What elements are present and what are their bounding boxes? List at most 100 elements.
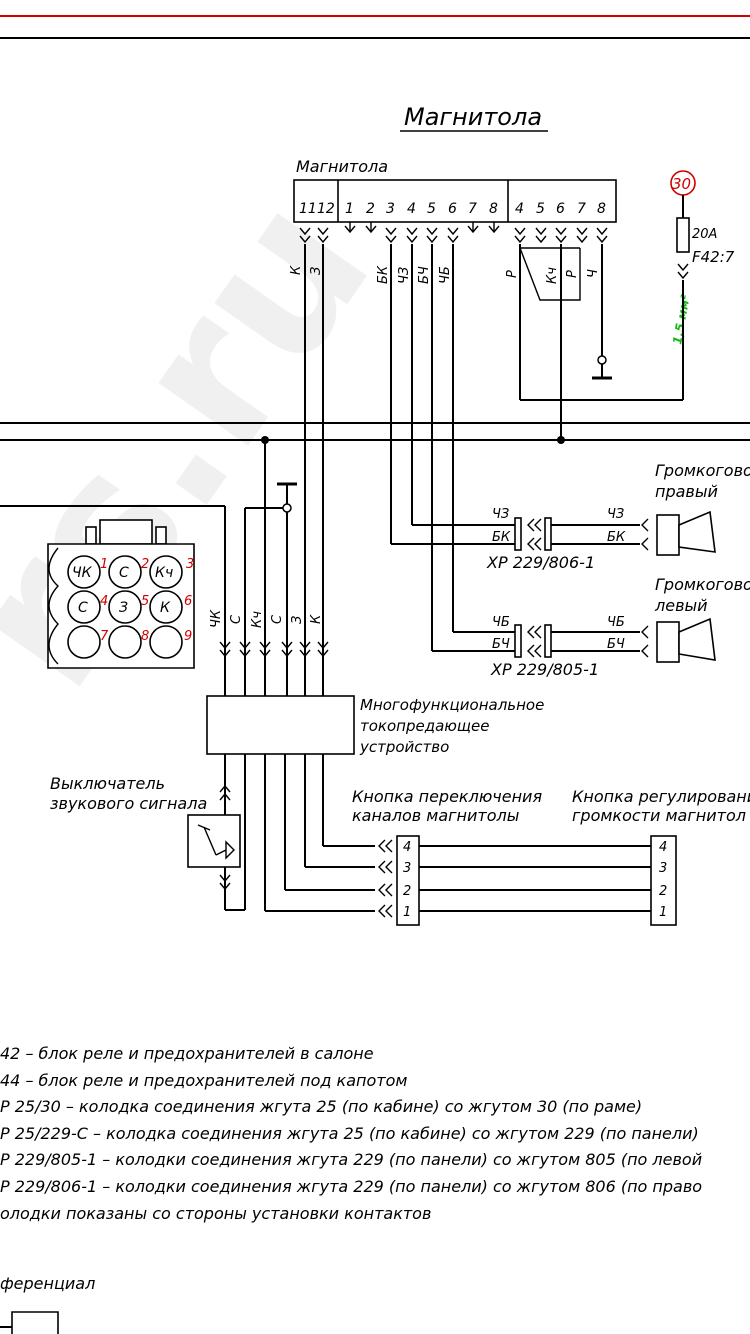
connector-pin-numbers: 1 2 3 4 5 6 7 8 9 xyxy=(100,557,194,644)
pin-number: 1 xyxy=(100,557,108,572)
wire-label: С xyxy=(229,614,244,624)
legend-line: Р 229/805-1 – колодки соединения жгута 2… xyxy=(0,1150,702,1169)
legend: 42 – блок реле и предохранителей в салон… xyxy=(0,1044,702,1223)
wire-label: Р xyxy=(565,270,580,278)
footer-label: ференциал xyxy=(0,1274,95,1293)
radio-wires xyxy=(304,244,684,700)
button-pin-labels: 4 3 2 1 4 3 2 1 xyxy=(403,840,667,920)
pin-label: 1 xyxy=(403,905,411,920)
pin-label: 3 xyxy=(659,861,667,876)
speaker-right-top-left: ЧЗ xyxy=(492,507,509,522)
legend-line: Р 25/229-С – колодка соединения жгута 25… xyxy=(0,1124,699,1143)
pin-label: 4 xyxy=(659,840,667,855)
horn-switch-label-line1: Выключатель xyxy=(50,774,165,793)
channel-button-label-line1: Кнопка переключения xyxy=(352,787,542,806)
pin-number: 8 xyxy=(141,629,149,644)
page-title: Магнитола xyxy=(404,103,542,131)
radio-pin-arrows xyxy=(299,222,608,244)
legend-line: олодки показаны со стороны установки кон… xyxy=(0,1204,431,1223)
connector-cell-labels: ЧК С Кч С З К xyxy=(72,565,173,616)
wire-label: ЧК xyxy=(209,609,224,628)
volume-button-label-line2: громкости магнитол xyxy=(572,806,746,825)
pin-number: 3 xyxy=(186,557,194,572)
mfu-label-line2: токопредающее xyxy=(360,717,490,735)
wire-label: Кч xyxy=(250,611,265,628)
pin-label: 11 xyxy=(299,201,317,217)
channel-button-label-line2: каналов магнитолы xyxy=(352,806,519,825)
wire-label: К xyxy=(289,265,304,275)
speaker-right-bot-right: БК xyxy=(607,530,626,545)
fuse-body xyxy=(676,217,690,253)
volume-button-connector xyxy=(650,835,677,926)
pin-label: 8 xyxy=(489,201,498,217)
cell-label: С xyxy=(119,565,129,581)
pin-label: 4 xyxy=(407,201,416,217)
wire-label: ЧЗ xyxy=(397,267,412,284)
fuse-name: F42:7 xyxy=(692,248,735,266)
speaker-left-top-left: ЧБ xyxy=(492,615,510,630)
speaker-right-bot-left: БК xyxy=(492,530,511,545)
pin-label: 7 xyxy=(468,201,477,217)
pin-label: 2 xyxy=(659,884,667,899)
pin-label: 5 xyxy=(536,201,545,217)
mfu-block xyxy=(206,695,355,755)
pin-label: 4 xyxy=(403,840,411,855)
wire-label: Ч xyxy=(586,269,601,278)
connector-housing xyxy=(47,519,195,669)
cell-label: К xyxy=(160,600,171,616)
wire-label: З xyxy=(309,267,324,275)
wire-label: БЧ xyxy=(417,266,432,284)
fuse-wire-note: 1,5 мм² xyxy=(670,293,693,346)
fuse-rating: 20A xyxy=(692,227,717,242)
wire-label: БК xyxy=(376,265,391,284)
pin-label: 8 xyxy=(597,201,606,217)
pin-number: 4 xyxy=(100,594,108,609)
mfu-wire-labels: ЧК С Кч С З К xyxy=(209,609,324,628)
pin-number: 9 xyxy=(184,629,192,644)
pin-number: 2 xyxy=(141,557,149,572)
channel-button-connector xyxy=(396,835,420,926)
mfu-label-line3: устройство xyxy=(359,738,449,756)
legend-line: 44 – блок реле и предохранителей под кап… xyxy=(0,1071,407,1090)
speaker-right-code: ХР 229/806-1 xyxy=(486,553,595,572)
legend-line: 42 – блок реле и предохранителей в салон… xyxy=(0,1044,374,1063)
legend-line: Р 25/30 – колодка соединения жгута 25 (п… xyxy=(0,1097,642,1116)
fuse-circle-label: 30 xyxy=(672,175,691,193)
speaker-left-top-right: ЧБ xyxy=(607,615,625,630)
speaker-right-subtitle: правый xyxy=(655,482,718,501)
pin-label: 1 xyxy=(345,201,354,217)
horn-switch xyxy=(187,754,246,911)
cell-label: Кч xyxy=(155,565,173,581)
cell-label: З xyxy=(119,600,128,616)
radio-wire-labels: К З БК ЧЗ БЧ ЧБ Р Кч Р Ч xyxy=(289,265,601,284)
mfu-pin-arrows xyxy=(219,641,329,658)
pin-label: 4 xyxy=(515,201,524,217)
radio-pins: 11 12 1 2 3 4 5 6 7 8 4 5 6 7 8 xyxy=(299,201,606,217)
legend-line: Р 229/806-1 – колодки соединения жгута 2… xyxy=(0,1177,702,1196)
speaker-right: ЧЗ БК ЧЗ БК ХР 229/806-1 xyxy=(391,507,716,572)
pin-label: 2 xyxy=(403,884,411,899)
wire-label: Кч xyxy=(545,267,560,284)
speaker-left-code: ХР 229/805-1 xyxy=(490,660,599,679)
pin-label: 3 xyxy=(403,861,411,876)
pin-number: 6 xyxy=(184,594,192,609)
wire-label: К xyxy=(309,614,324,624)
speaker-right-title: Громкоговор xyxy=(655,461,750,480)
pin-label: 12 xyxy=(317,201,335,217)
pin-number: 7 xyxy=(100,629,109,644)
radio-block xyxy=(293,179,617,223)
speaker-left-subtitle: левый xyxy=(654,596,708,615)
pin-label: 1 xyxy=(659,905,667,920)
pin-label: 5 xyxy=(427,201,436,217)
speaker-left: ЧБ БЧ ЧБ БЧ ХР 229/805-1 xyxy=(432,615,716,679)
mfu-label-line1: Многофункциональное xyxy=(360,696,544,714)
cell-label: С xyxy=(78,600,88,616)
pin-label: 7 xyxy=(577,201,586,217)
volume-button-label-line1: Кнопка регулировани xyxy=(572,787,750,806)
wire-label: ЧБ xyxy=(438,266,453,284)
pin-label: 2 xyxy=(366,201,375,217)
pin-label: 3 xyxy=(386,201,395,217)
speaker-left-title: Громкоговор xyxy=(655,575,750,594)
speaker-right-top-right: ЧЗ xyxy=(607,507,624,522)
pin-number: 5 xyxy=(141,594,149,609)
